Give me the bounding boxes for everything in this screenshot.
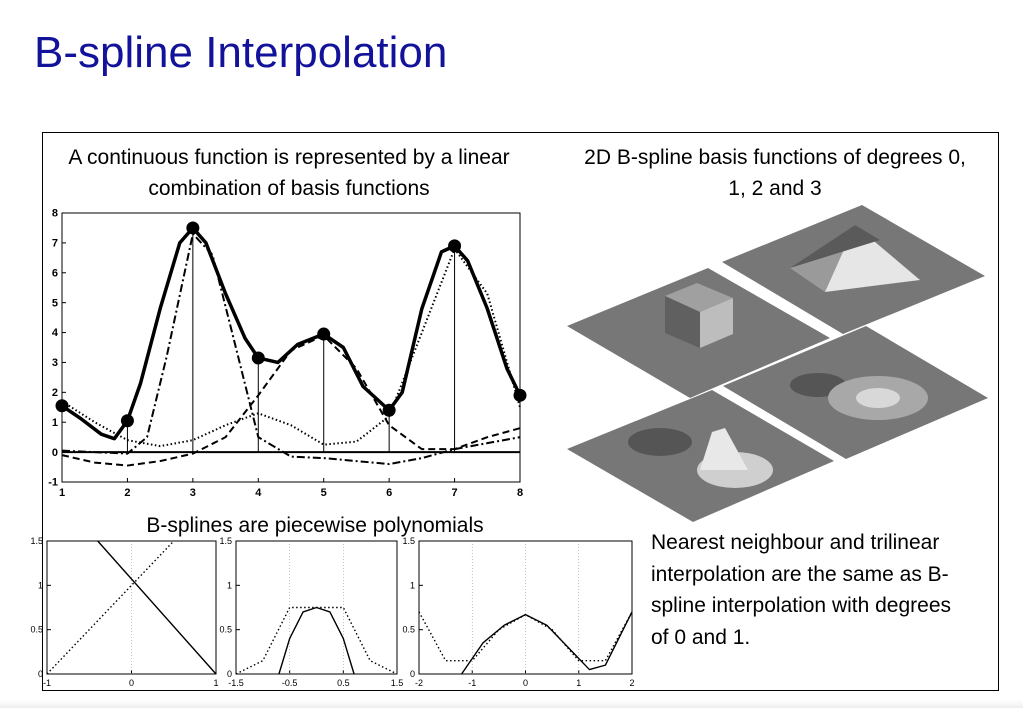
sample-point [55, 399, 69, 413]
x-tick-label: 0.5 [337, 678, 350, 688]
x-tick-label: 0 [129, 678, 134, 688]
x-tick-label: 3 [190, 487, 196, 499]
y-tick-label: 0 [227, 669, 232, 679]
plot-3: -2 -1 0 1 2 0 0.5 1 1.5 [402, 536, 634, 688]
x-tick-label: 0 [523, 678, 528, 688]
x-tick-label: 6 [386, 487, 392, 499]
series-solid [461, 611, 633, 675]
sample-point [382, 403, 396, 417]
bump2-shadow [628, 428, 692, 456]
y-tick-label: 1 [52, 417, 58, 429]
y-tick-label: 0 [38, 669, 43, 679]
bump2-peak [700, 428, 748, 470]
cube-top [665, 283, 733, 312]
degree-2-plane [567, 390, 834, 522]
y-tick-label: 0 [52, 447, 58, 459]
caption-right: 2D B-spline basis functions of degrees 0… [584, 146, 966, 200]
y-tick-label: 1.5 [219, 536, 232, 546]
series-dotted [418, 611, 633, 662]
plot-axes-box [235, 540, 398, 675]
x-tick-label: 2 [124, 487, 130, 499]
y-tick-label: 0.5 [402, 625, 415, 635]
y-tick-label: 1.5 [30, 536, 43, 546]
interpolation-note: Nearest neighbour and trilinear interpol… [651, 531, 952, 649]
sample-point [251, 351, 265, 365]
x-tick-label: 1 [59, 487, 65, 499]
series-dashed [61, 334, 521, 467]
series-dotted [46, 540, 175, 675]
y-tick-label: 6 [52, 267, 58, 279]
y-tick-label: 1 [410, 580, 415, 590]
bottom-shadow [0, 700, 1023, 708]
x-tick-label: 1 [576, 678, 581, 688]
sample-point [513, 388, 527, 402]
bump3-inner [856, 388, 900, 408]
x-tick-label: 2 [629, 678, 634, 688]
x-tick-label: 7 [452, 487, 458, 499]
sample-point [317, 327, 331, 341]
y-tick-label: 1 [227, 580, 232, 590]
series-solid [97, 540, 217, 675]
x-tick-label: -1 [43, 678, 51, 688]
x-tick-label: 1 [213, 678, 218, 688]
y-tick-label: 1.5 [402, 536, 415, 546]
y-tick-label: -1 [48, 477, 58, 489]
series-dotted [61, 247, 521, 448]
basis-surface-panels [567, 205, 988, 522]
y-tick-label: 3 [52, 357, 58, 369]
slide-title: B-spline Interpolation [34, 28, 448, 77]
caption-piecewise: B-splines are piecewise polynomials [146, 514, 484, 537]
sample-point [120, 414, 134, 428]
series-solid [278, 606, 355, 675]
caption-left: A continuous function is represented by … [68, 146, 510, 200]
x-tick-label: -1.5 [228, 678, 244, 688]
pyramid-face-c [790, 225, 880, 268]
y-tick-label: 0 [410, 669, 415, 679]
sample-point [186, 221, 200, 235]
series-dotted [235, 606, 398, 675]
cube-right [700, 298, 733, 348]
y-tick-label: 0.5 [30, 625, 43, 635]
y-tick-label: 4 [52, 327, 59, 339]
y-tick-label: 5 [52, 297, 58, 309]
y-tick-label: 0.5 [219, 625, 232, 635]
content-frame [42, 132, 999, 691]
x-tick-label: -1 [468, 678, 476, 688]
x-tick-label: -2 [415, 678, 423, 688]
y-tick-label: 7 [52, 238, 58, 250]
x-tick-label: 4 [255, 487, 262, 499]
y-tick-label: 2 [52, 387, 58, 399]
x-tick-label: 8 [517, 487, 523, 499]
x-tick-label: 1.5 [391, 678, 404, 688]
plot-0: 1 2 3 4 5 6 7 8 -1 0 1 2 3 4 5 6 7 8 [48, 208, 527, 499]
x-tick-label: 5 [321, 487, 327, 499]
y-tick-label: 8 [52, 208, 58, 220]
y-tick-label: 1 [38, 580, 43, 590]
sample-point [448, 239, 462, 253]
cube-left [665, 296, 700, 348]
x-tick-label: -0.5 [282, 678, 298, 688]
plot-axes-box [61, 212, 521, 483]
plot-2: -1.5 -0.5 0.5 1.5 0 0.5 1 1.5 [219, 536, 403, 688]
